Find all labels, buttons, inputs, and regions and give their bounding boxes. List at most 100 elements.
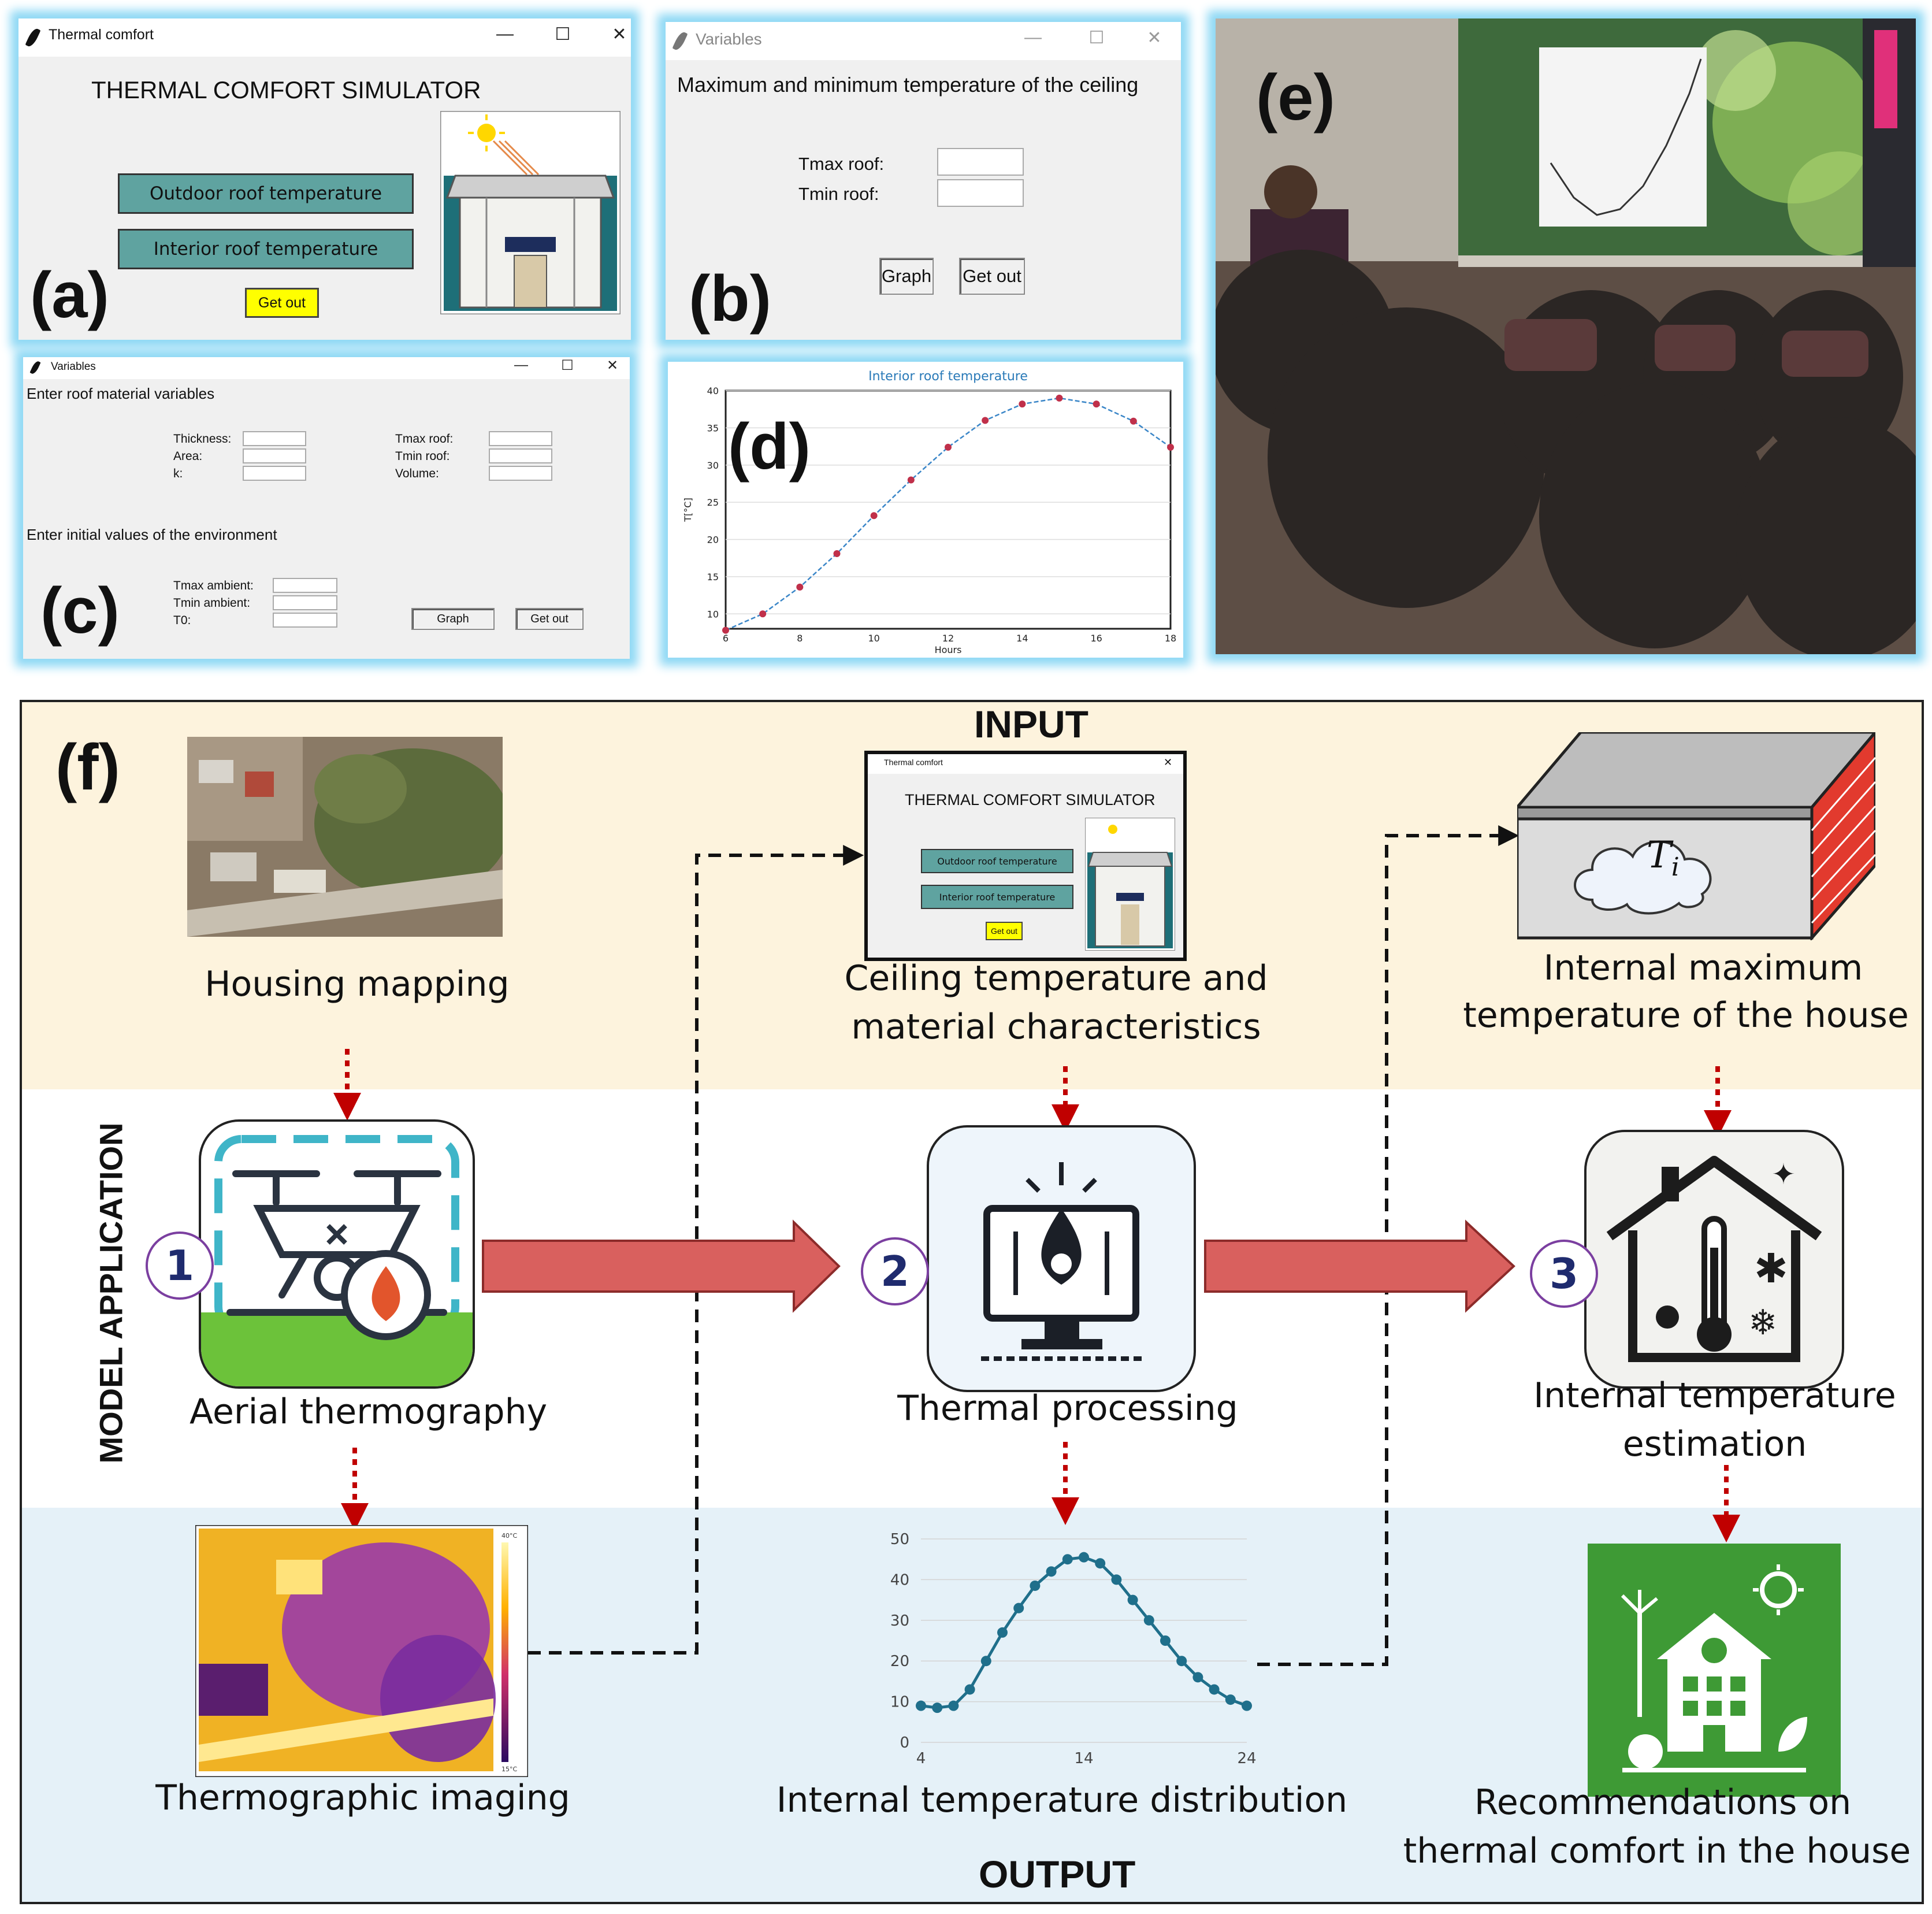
data-point <box>945 443 952 451</box>
get-out-button[interactable]: Get out <box>245 288 319 318</box>
data-point <box>1019 400 1026 408</box>
ti-subscript: i <box>1671 852 1680 882</box>
tmin-ambient-input[interactable] <box>273 595 337 610</box>
graph-button[interactable]: Graph <box>411 608 495 630</box>
mini-window-title: Thermal comfort <box>884 758 943 767</box>
data-point <box>948 1700 959 1711</box>
maximize-icon[interactable]: ☐ <box>1088 28 1105 47</box>
outdoor-roof-temperature-button[interactable]: Outdoor roof temperature <box>118 173 414 214</box>
data-point <box>997 1627 1008 1638</box>
tmin-roof-input[interactable] <box>937 179 1024 207</box>
mini-outdoor-button[interactable]: Outdoor roof temperature <box>921 849 1073 873</box>
mini-get-out-button[interactable]: Get out <box>986 922 1023 940</box>
eco-house-icon <box>1588 1544 1841 1797</box>
close-icon[interactable]: ✕ <box>612 25 627 44</box>
thickness-label: Thickness: <box>173 432 232 446</box>
maximize-icon[interactable]: ☐ <box>561 358 574 373</box>
area-input[interactable] <box>243 448 306 463</box>
output-heading: OUTPUT <box>979 1853 1136 1896</box>
y-tick-label: 30 <box>890 1612 909 1630</box>
interior-roof-temperature-button[interactable]: Interior roof temperature <box>118 229 414 269</box>
step-1-badge: 1 <box>146 1232 214 1300</box>
mini-house-illustration <box>1085 818 1175 951</box>
thermo-scale-bottom: 15°C <box>501 1765 517 1773</box>
close-icon[interactable]: ✕ <box>606 358 619 373</box>
internal-estimation-line1: Internal temperature <box>1533 1375 1896 1416</box>
panel-c-variables-window: Variables — ☐ ✕ Enter roof material vari… <box>23 357 630 659</box>
data-point <box>1225 1694 1236 1705</box>
x-tick-label: 24 <box>1237 1750 1256 1764</box>
data-point <box>1130 417 1137 425</box>
window-title: Variables <box>696 30 762 48</box>
y-tick-label: 0 <box>900 1734 909 1752</box>
internal-estimation-line2: estimation <box>1622 1424 1807 1464</box>
mini-interior-button[interactable]: Interior roof temperature <box>921 885 1073 909</box>
tmax-roof-input[interactable] <box>489 431 552 446</box>
minimize-icon[interactable]: — <box>514 357 528 373</box>
y-tick-label: 40 <box>707 385 719 396</box>
svg-text:✱: ✱ <box>1754 1245 1788 1292</box>
data-point <box>1079 1552 1089 1563</box>
graph-button[interactable]: Graph <box>879 258 934 295</box>
data-point <box>982 417 989 424</box>
y-axis-label: T[°C] <box>682 498 693 522</box>
data-point <box>1111 1574 1122 1585</box>
tmin-roof-label: Tmin roof: <box>798 184 879 204</box>
t0-label: T0: <box>173 614 191 627</box>
aerial-thermography-caption: Aerial thermography <box>190 1392 548 1432</box>
minimize-icon[interactable]: — <box>496 24 514 43</box>
x-tick-label: 18 <box>1165 633 1176 644</box>
connectors <box>333 825 1740 1666</box>
thermographic-image: 40°C 15°C <box>195 1525 528 1777</box>
x-tick-label: 4 <box>916 1750 926 1764</box>
data-point <box>1056 394 1063 402</box>
mini-close-icon[interactable]: ✕ <box>1164 756 1173 768</box>
minimize-icon[interactable]: — <box>1024 28 1042 47</box>
data-point <box>1209 1684 1220 1695</box>
internal-max-line1: Internal maximum <box>1543 948 1863 988</box>
ceiling-caption-line1: Ceiling temperature and <box>844 958 1268 999</box>
t0-input[interactable] <box>273 613 337 628</box>
internal-max-line2: temperature of the house <box>1463 995 1909 1036</box>
get-out-button[interactable]: Get out <box>515 608 584 630</box>
close-icon[interactable]: ✕ <box>1147 28 1162 47</box>
arrow-step2-to-step3 <box>1204 1219 1515 1313</box>
tmin-roof-input[interactable] <box>489 448 552 463</box>
panel-b-variables-window: Variables — ☐ ✕ Maximum and minimum temp… <box>666 22 1181 340</box>
y-tick-label: 50 <box>890 1531 909 1548</box>
data-point <box>1062 1554 1073 1565</box>
volume-label: Volume: <box>395 467 439 480</box>
internal-distribution-caption: Internal temperature distribution <box>776 1780 1348 1820</box>
data-point <box>1176 1656 1187 1667</box>
maximize-icon[interactable]: ☐ <box>555 25 571 44</box>
model-application-flow: (f) INPUT OUTPUT MODEL APPLICATION Housi… <box>20 700 1924 1904</box>
area-label: Area: <box>173 450 203 463</box>
data-point <box>1095 1558 1106 1569</box>
data-point <box>980 1656 991 1667</box>
k-input[interactable] <box>243 466 306 481</box>
get-out-button[interactable]: Get out <box>959 258 1025 295</box>
x-tick-label: 12 <box>942 633 954 644</box>
x-tick-label: 16 <box>1090 633 1102 644</box>
tmax-roof-input[interactable] <box>937 148 1024 176</box>
data-point <box>870 512 878 520</box>
volume-input[interactable] <box>489 466 552 481</box>
svg-text:✦: ✦ <box>1771 1158 1796 1191</box>
y-tick-label: 15 <box>707 572 719 583</box>
tmax-ambient-input[interactable] <box>273 578 337 593</box>
x-tick-label: 14 <box>1074 1750 1093 1764</box>
internal-estimation-icon-box: ✱ ❄ ✦ <box>1584 1130 1844 1389</box>
thickness-input[interactable] <box>243 431 306 446</box>
tmin-ambient-label: Tmin ambient: <box>173 596 251 610</box>
aerial-thermography-icon-box <box>199 1119 475 1389</box>
x-tick-label: 6 <box>723 633 729 644</box>
data-point <box>1046 1566 1057 1577</box>
y-tick-label: 20 <box>890 1653 909 1670</box>
recommendations-line1: Recommendations on <box>1474 1782 1852 1823</box>
y-tick-label: 10 <box>707 609 719 620</box>
house-illustration <box>440 111 621 314</box>
x-tick-label: 14 <box>1016 633 1028 644</box>
svg-text:❄: ❄ <box>1748 1303 1777 1343</box>
